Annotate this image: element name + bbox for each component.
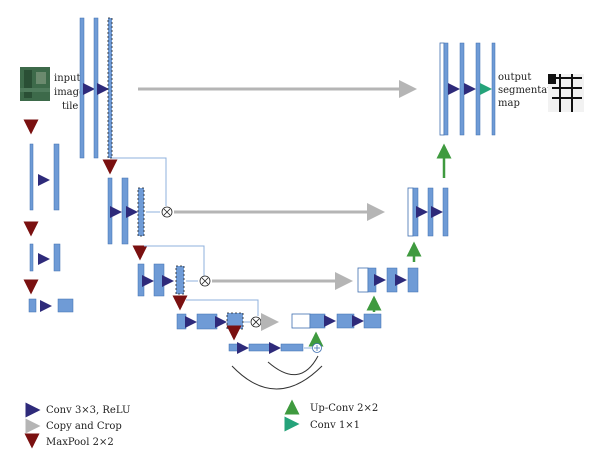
feature-map [29, 243, 34, 272]
residual-arc-outer [231, 365, 323, 390]
feature-map [228, 343, 242, 352]
feature-map-copied [357, 267, 369, 293]
feature-map [248, 343, 274, 352]
feature-map-copied [407, 187, 414, 237]
feature-map [29, 143, 34, 211]
feature-map [93, 17, 99, 159]
input-label-line2: image [54, 87, 85, 98]
feature-map [107, 177, 113, 245]
feature-map [412, 187, 419, 237]
feature-map [57, 298, 74, 313]
feature-map [336, 313, 355, 329]
residual-arc-inner [267, 355, 319, 376]
feature-map [442, 187, 449, 237]
feature-map [53, 143, 60, 211]
feature-map-output [491, 42, 496, 136]
feature-map [107, 17, 113, 159]
feature-map [309, 313, 326, 329]
legend-upconv-label: Up-Conv 2×2 [310, 403, 378, 414]
output-label-line1: output [498, 72, 531, 83]
feature-map [226, 312, 244, 330]
feature-map [121, 177, 129, 245]
feature-map [367, 267, 377, 293]
feature-map [137, 263, 145, 297]
feature-map-copied [439, 42, 445, 136]
feature-map [79, 17, 85, 159]
feature-map [137, 187, 145, 237]
feature-map-copied [291, 313, 311, 329]
skip-connection-line [112, 157, 167, 206]
feature-map [196, 313, 218, 330]
crop-operator [161, 206, 173, 218]
feature-map [53, 243, 61, 272]
feature-map [176, 313, 187, 330]
feature-map [363, 313, 382, 329]
input-label-line1: input [54, 73, 81, 84]
feature-map [475, 42, 481, 136]
feature-map [386, 267, 398, 293]
feature-map [153, 263, 165, 297]
legend-conv1x1-label: Conv 1×1 [310, 420, 360, 431]
add-operator [312, 343, 322, 353]
feature-map [175, 265, 185, 295]
feature-map [443, 42, 449, 136]
skip-connection-line [144, 245, 205, 276]
legend-maxpool-label: MaxPool 2×2 [46, 437, 114, 448]
feature-map [407, 267, 419, 293]
legend-conv-label: Conv 3×3, ReLU [46, 405, 130, 416]
output-segmentation-thumbnail [548, 74, 584, 112]
input-label-line3: tile [62, 101, 78, 112]
skip-connection-line [186, 299, 259, 316]
feature-map [280, 343, 304, 352]
feature-map [427, 187, 434, 237]
output-label-line2: segmentation [498, 85, 568, 96]
output-label-line3: map [498, 98, 520, 109]
legend-copy-label: Copy and Crop [46, 421, 122, 432]
feature-map [28, 298, 37, 313]
input-image-thumbnail [20, 67, 50, 101]
crop-operator [199, 275, 211, 287]
feature-map [459, 42, 465, 136]
crop-operator [250, 316, 262, 328]
